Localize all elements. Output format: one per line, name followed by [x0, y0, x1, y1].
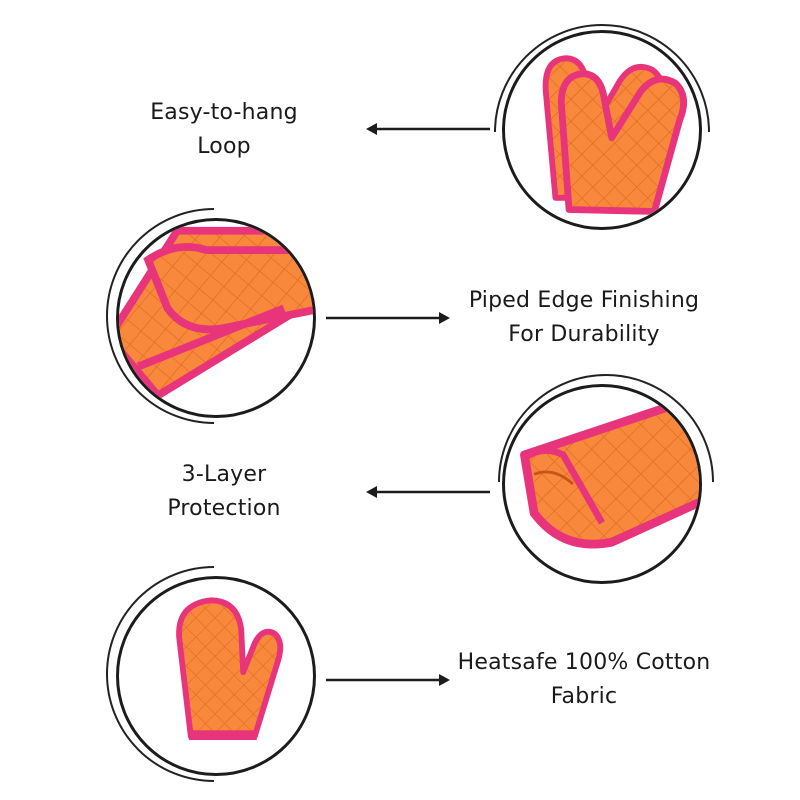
feature-label-line: Protection [167, 496, 281, 521]
arrow-right-icon [326, 311, 450, 325]
feature-label-line: Easy-to-hang [150, 100, 298, 125]
feature-label-line: Piped Edge Finishing [468, 288, 700, 313]
feature-label-piped-edge: Piped Edge Finishing For Durability [434, 284, 734, 352]
arrow-left-icon [366, 485, 490, 499]
feature-image-loop [490, 18, 714, 242]
feature-label-cotton: Heatsafe 100% Cotton Fabric [434, 646, 734, 714]
feature-image-protection [490, 372, 714, 596]
feature-label-line: Loop [197, 134, 251, 159]
feature-label-protection: 3-Layer Protection [74, 458, 374, 526]
oven-mitt-pair-icon [502, 30, 702, 230]
single-oven-mitt-icon [116, 576, 316, 776]
feature-label-line: Heatsafe 100% Cotton [457, 650, 711, 675]
feature-label-line: For Durability [508, 322, 660, 347]
arrow-right-icon [326, 673, 450, 687]
piped-edge-closeup-icon [116, 218, 316, 418]
mitt-cuff-closeup-icon [502, 384, 702, 584]
feature-label-loop: Easy-to-hang Loop [74, 96, 374, 164]
feature-label-line: 3-Layer [181, 462, 267, 487]
feature-image-piped-edge [104, 206, 328, 430]
feature-image-cotton [104, 564, 328, 788]
arrow-left-icon [366, 122, 490, 136]
feature-label-line: Fabric [550, 684, 618, 709]
